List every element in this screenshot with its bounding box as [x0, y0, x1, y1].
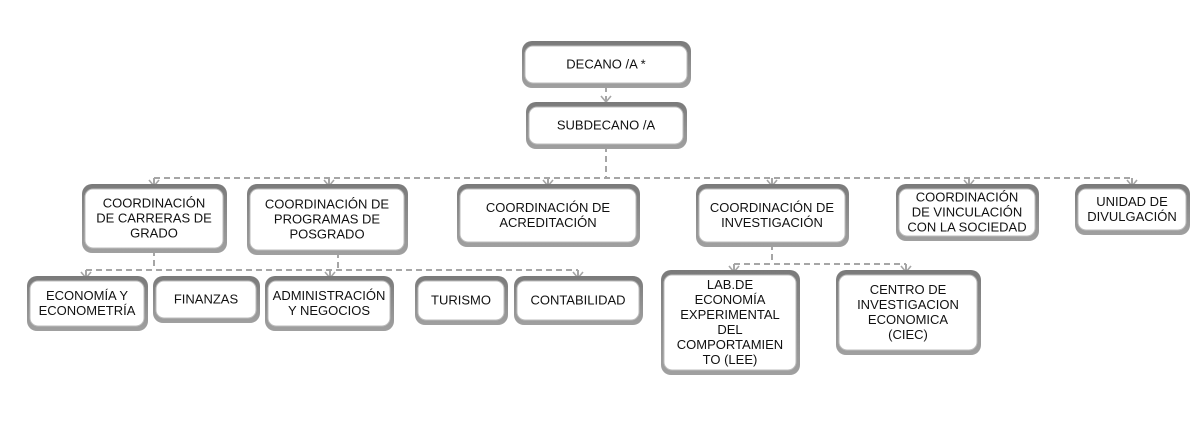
node-contabilidad: CONTABILIDAD [514, 276, 643, 325]
node-label-line: ECONOMICA [868, 312, 949, 327]
node-label-line: CON LA SOCIEDAD [907, 220, 1026, 235]
node-label-line: ADMINISTRACIÓN [273, 288, 386, 303]
node-label-line: DEL [717, 322, 742, 337]
node-label-line: LAB.DE [707, 277, 754, 292]
node-label-line: POSGRADO [289, 227, 364, 242]
node-turismo: TURISMO [415, 276, 508, 325]
node-finanzas: FINANZAS [153, 276, 260, 323]
node-box [898, 188, 1036, 237]
node-box [267, 280, 391, 327]
node-label-line: COMPORTAMIEN [677, 337, 783, 352]
node-box [524, 45, 688, 84]
node-label-line: ECONOMETRÍA [39, 303, 136, 318]
node-box [698, 188, 846, 243]
node-box [155, 280, 257, 319]
node-decano: DECANO /A * [522, 41, 691, 88]
node-label-line: COORDINACIÓN [103, 196, 206, 211]
node-label-line: PROGRAMAS DE [274, 212, 381, 227]
node-label-line: COORDINACIÓN [916, 190, 1019, 205]
node-box [1077, 188, 1187, 231]
node-label-line: Y NEGOCIOS [288, 303, 370, 318]
node-box [417, 280, 505, 321]
node-label-line: UNIDAD DE [1096, 194, 1168, 209]
node-box [838, 274, 978, 351]
node-box [459, 188, 637, 243]
node-subdecano: SUBDECANO /A [526, 102, 687, 149]
node-label-line: DE VINCULACIÓN [912, 205, 1023, 220]
node-label-line: CONTABILIDAD [530, 293, 625, 308]
node-box [528, 106, 684, 145]
node-label-line: (CIEC) [888, 327, 928, 342]
node-label-line: ECONOMÍA Y [46, 288, 128, 303]
node-label-line: DE CARRERAS DE [96, 211, 212, 226]
node-label-line: TURISMO [431, 293, 491, 308]
node-label-line: COORDINACIÓN DE [265, 197, 390, 212]
node-label-line: ACREDITACIÓN [499, 215, 596, 230]
node-label-line: DIVULGACIÓN [1087, 209, 1177, 224]
node-label-line: FINANZAS [174, 292, 239, 307]
node-box [516, 280, 640, 321]
connector-lines [85, 86, 1133, 278]
node-label-line: ECONOMÍA [695, 292, 766, 307]
node-label-line: COORDINACIÓN DE [710, 200, 835, 215]
node-label-line: DECANO /A * [566, 57, 645, 72]
node-box [663, 274, 797, 371]
node-label-line: GRADO [130, 226, 178, 241]
node-label-line: SUBDECANO /A [557, 118, 656, 133]
node-label-line: INVESTIGACIÓN [721, 215, 823, 230]
node-lab-lee: LAB.DEECONOMÍAEXPERIMENTALDELCOMPORTAMIE… [661, 270, 800, 375]
node-label-line: CENTRO DE [870, 282, 947, 297]
node-label-line: EXPERIMENTAL [680, 307, 779, 322]
node-label-line: INVESTIGACION [857, 297, 959, 312]
node-box [29, 280, 145, 327]
node-box [249, 188, 405, 251]
node-label-line: TO (LEE) [703, 352, 758, 367]
node-box [84, 188, 224, 249]
node-label-line: COORDINACIÓN DE [486, 200, 611, 215]
